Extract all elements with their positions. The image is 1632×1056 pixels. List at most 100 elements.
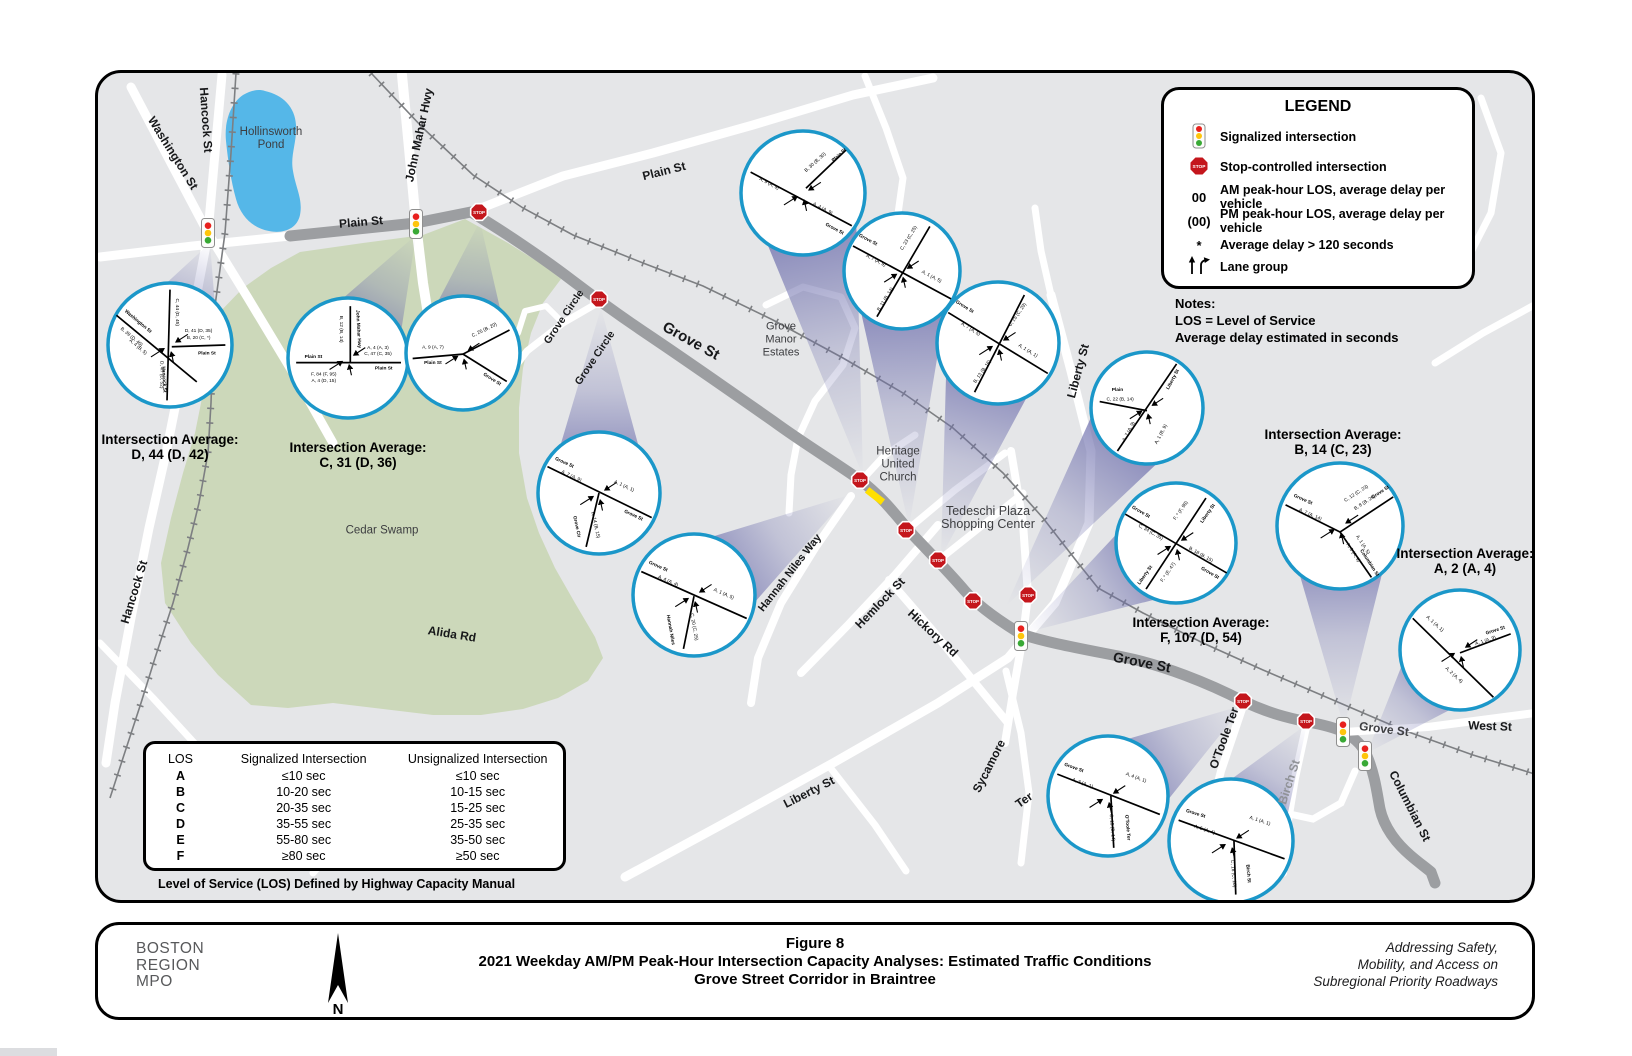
lane-arrow — [801, 199, 809, 211]
lane-arrow — [1211, 843, 1226, 854]
callout-road-line — [750, 171, 853, 227]
legend-row-stop: STOP Stop-controlled intersection — [1178, 154, 1466, 180]
svg-text:STOP: STOP — [1193, 163, 1207, 169]
road — [466, 73, 938, 217]
callout-road-line — [115, 314, 198, 383]
intersection-callout: Grove StA, 7 (A, 9)C, 23 (C, 25)A, 1 (A,… — [842, 211, 962, 331]
los-cell: E — [176, 833, 185, 847]
callout-text: Plain — [1112, 387, 1124, 393]
callout-text: Grove Cir — [571, 515, 581, 538]
lane-arrow — [1129, 410, 1143, 420]
org-line: BOSTON — [136, 940, 205, 957]
traffic-signal-icon — [409, 209, 423, 239]
lane-arrow — [1338, 532, 1346, 545]
callout-road-line — [412, 353, 464, 360]
lane-arrow — [603, 481, 617, 491]
notes-line: Notes: — [1175, 296, 1216, 311]
legend-row-am: 00 AM peak-hour LOS, average delay per v… — [1178, 183, 1466, 211]
org-line: REGION — [136, 956, 201, 974]
notes-line: Average delay estimated in seconds — [1175, 330, 1399, 345]
page-corner-artifact — [0, 1048, 57, 1056]
program-tagline: Addressing Safety, Mobility, and Access … — [1313, 939, 1498, 990]
intersection-callout: Grove StA, 5 (A, 4)A, 1 (A, 1)Birch StC,… — [1167, 777, 1295, 900]
road — [747, 492, 855, 707]
los-cell: ≥50 sec — [455, 849, 500, 863]
los-header: Signalized Intersection — [240, 752, 367, 766]
los-cell: 10-20 sec — [276, 785, 332, 799]
los-cell: ≥80 sec — [281, 849, 326, 863]
road — [515, 303, 566, 336]
callout-road-line — [640, 570, 748, 620]
callout-road-line — [547, 465, 653, 519]
lane-arrow — [692, 600, 700, 613]
lane-arrow — [1106, 801, 1114, 814]
lane-arrow — [906, 260, 920, 269]
lane-arrow — [674, 597, 690, 608]
callout-text: Plain St — [305, 354, 323, 360]
legend-row-delay: * Average delay > 120 seconds — [1178, 232, 1466, 258]
lane-arrow — [900, 276, 908, 288]
intersection-callout: Grove StA, 3 (A, 1)A, 4 (A, 1)O'Toole Te… — [1046, 734, 1170, 858]
north-label: N — [333, 1001, 344, 1017]
traffic-signal-icon — [1336, 717, 1350, 747]
lane-arrow — [1464, 639, 1478, 648]
los-cell: 20-35 sec — [276, 801, 332, 815]
svg-text:STOP: STOP — [967, 599, 979, 604]
callout-text: Hannah Niles — [665, 614, 676, 645]
svg-text:STOP: STOP — [1022, 593, 1034, 598]
traffic-signal-icon — [1358, 741, 1372, 771]
stop-sign-icon: STOP — [469, 202, 489, 222]
legend-label: AM peak-hour LOS, average delay per vehi… — [1220, 183, 1446, 211]
callout-circle — [106, 281, 234, 409]
road — [1464, 94, 1505, 262]
road — [1031, 204, 1055, 299]
callout-text: John Mahar Hwy — [354, 310, 362, 349]
callout-road-line — [805, 149, 847, 189]
legend-row-lane-group: Lane group — [1178, 254, 1466, 280]
traffic-signal-icon — [1178, 123, 1220, 152]
figure-title-block: Figure 8 2021 Weekday AM/PM Peak-Hour In… — [98, 935, 1532, 989]
notes-line: LOS = Level of Service — [1175, 313, 1316, 328]
road — [935, 489, 1027, 564]
legend-row-signalized: Signalized intersection — [1178, 123, 1466, 152]
callout-road-line — [462, 353, 508, 383]
callout-text: C, 15 (B, 14) — [1108, 814, 1116, 842]
callout-text: A, 4 (D, 15) — [312, 378, 337, 384]
los-cell: A — [175, 769, 185, 783]
callout-text: Plain St — [375, 366, 393, 372]
callout-road-line — [1116, 363, 1178, 452]
callout-road-line — [1057, 773, 1161, 816]
callout-text: F, 84 (F, 95) — [311, 371, 337, 377]
tagline-line: Mobility, and Access on — [1357, 957, 1498, 972]
callout-circle — [1046, 734, 1170, 858]
los-cell: ≤10 sec — [455, 769, 500, 783]
callout-road-line — [1459, 633, 1511, 654]
intersection-callout: Grove StA, 7 (A, 9)A, 1 (A, 1)Grove StGr… — [536, 430, 662, 556]
callout-circle — [404, 294, 522, 412]
callout-wedge — [750, 181, 863, 476]
traffic-signal-icon — [1014, 621, 1028, 651]
stop-sign-icon: STOP — [1233, 691, 1253, 711]
lane-arrow — [783, 195, 798, 206]
los-row: F≥80 sec≥50 sec — [146, 848, 563, 864]
road — [1002, 667, 1033, 867]
svg-text:STOP: STOP — [900, 528, 912, 533]
callout-wedge — [852, 269, 952, 527]
intersection-callout: A, 9 (A, 7)Plain StC, 25 (B, 20)Grove St — [404, 294, 522, 412]
svg-text:STOP: STOP — [932, 558, 944, 563]
callout-text: D, 41 (D, 35) — [185, 328, 213, 334]
legend-title: LEGEND — [1284, 98, 1352, 115]
callout-road-line — [171, 344, 226, 348]
stop-sign-icon: STOP — [589, 289, 609, 309]
callout-text: C, 22 (B, 14) — [1107, 396, 1135, 402]
callout-text: Plain St — [424, 360, 442, 366]
lane-arrow — [1458, 655, 1466, 668]
lane-arrow — [1236, 829, 1250, 839]
svg-text:STOP: STOP — [473, 210, 485, 215]
callout-road-line — [1339, 531, 1373, 578]
lane-arrow — [1320, 529, 1335, 539]
